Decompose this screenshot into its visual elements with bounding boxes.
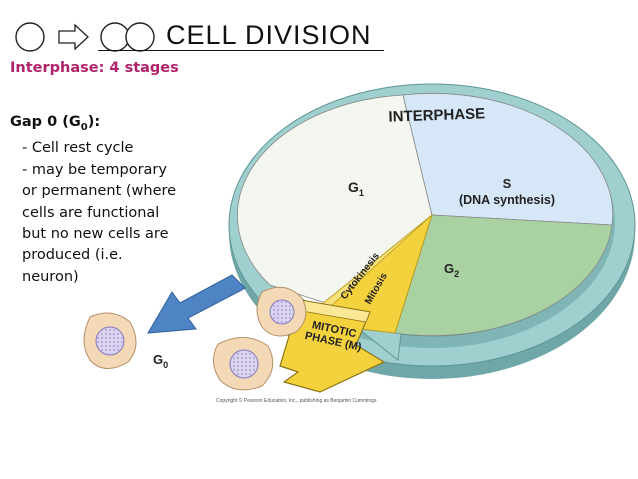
g2-sector	[394, 214, 613, 337]
g0-arrow	[147, 274, 246, 334]
s-label: S	[503, 176, 512, 191]
desc-line: neuron)	[22, 268, 79, 285]
cycle-sectors	[237, 92, 614, 337]
desc-line: cells are functional	[22, 204, 160, 221]
interphase-label: INTERPHASE	[388, 105, 485, 125]
g2-label: G2	[444, 261, 459, 279]
title-underline	[98, 50, 384, 51]
cell-image	[213, 337, 274, 391]
cell-image	[83, 312, 137, 369]
desc-line: - may be temporary	[22, 161, 167, 178]
desc-line: produced (i.e.	[22, 247, 123, 264]
circle-icon	[125, 22, 155, 52]
desc-line: or permanent (where	[22, 183, 177, 200]
mitotic-phase-arrow	[279, 299, 386, 393]
g0-description: Gap 0 (G0): - Cell rest cycle - may be t…	[10, 112, 230, 288]
cell-image	[256, 286, 307, 337]
g0-label: G0	[153, 352, 168, 370]
page-title: CELL DIVISION	[166, 20, 372, 50]
copyright-line: Copyright © Pearson Education, Inc., pub…	[216, 397, 378, 404]
header-icons	[15, 22, 155, 52]
g0-heading: Gap 0 (G0):	[10, 114, 101, 133]
circle-icon	[15, 22, 45, 52]
desc-line: - Cell rest cycle	[22, 140, 134, 157]
right-arrow-icon	[58, 23, 89, 51]
section-subtitle: Interphase: 4 stages	[10, 60, 179, 76]
desc-line: but no new cells are	[22, 225, 169, 242]
g1-label: G1	[348, 179, 364, 198]
s-sector	[402, 92, 614, 226]
s-description: (DNA synthesis)	[459, 193, 555, 207]
